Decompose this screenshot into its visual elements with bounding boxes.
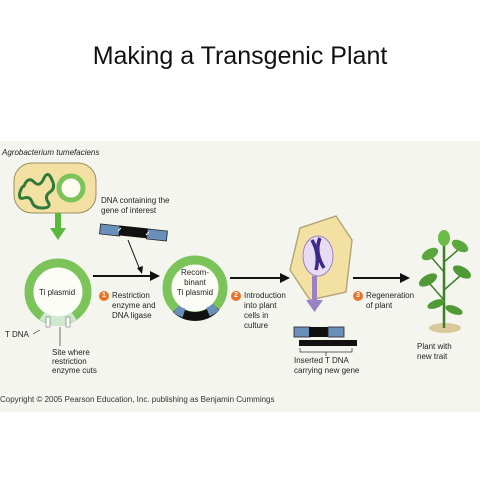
dna-gene-label-line2: gene of interest	[101, 206, 157, 215]
dna-gene-label-line1: DNA containing the	[101, 196, 170, 205]
step1-text-line2: enzyme and	[112, 301, 156, 310]
site-label-line3: enzyme cuts	[52, 366, 97, 375]
t-dna-label: T DNA	[5, 330, 29, 339]
inserted-tdna	[293, 326, 357, 356]
plant-label-line2: new trait	[417, 352, 448, 361]
step2-arrow	[230, 273, 290, 283]
recombinant-label-line1: Recom-	[180, 268, 209, 277]
step3-text-line1: Regeneration	[366, 291, 415, 300]
recombinant-label-line2: binant	[184, 278, 206, 287]
plant-cell	[289, 215, 353, 312]
page-title: Making a Transgenic Plant	[92, 42, 388, 70]
site-label-line2: restriction	[52, 357, 87, 366]
ti-plasmid-label: Ti plasmid	[39, 288, 76, 297]
step-badge-2: 2	[231, 291, 241, 301]
step1-arrow	[93, 239, 160, 281]
plant-label-line1: Plant with	[417, 342, 452, 351]
step2-text-line3: cells in	[244, 311, 269, 320]
inserted-tdna-label-line2: carrying new gene	[294, 366, 360, 375]
step1-text-line3: DNA ligase	[112, 311, 152, 320]
step2-text-line4: culture	[244, 321, 269, 330]
gene-dna-segment	[99, 223, 168, 242]
transgenic-plant	[418, 230, 472, 333]
ti-plasmid	[24, 258, 92, 346]
site-label-line1: Site where	[52, 348, 90, 357]
inserted-tdna-label-line1: Inserted T DNA	[294, 356, 349, 365]
agrobacterium-label: Agrobacterium tumefaciens	[2, 148, 100, 157]
agrobacterium-cell	[13, 162, 97, 214]
step3-arrow	[353, 273, 410, 283]
recombinant-label-line3: Ti plasmid	[176, 288, 214, 297]
green-down-arrow	[50, 213, 66, 240]
step1-text-line1: Restriction	[112, 291, 150, 300]
step-badge-1: 1	[99, 291, 109, 301]
recombinant-plasmid	[162, 255, 228, 321]
step-badge-3: 3	[353, 291, 363, 301]
step2-text-line2: into plant	[244, 301, 277, 310]
step2-text-line1: Introduction	[244, 291, 286, 300]
step3-text-line2: of plant	[366, 301, 393, 310]
copyright-text: Copyright © 2005 Pearson Education, Inc.…	[0, 395, 275, 404]
